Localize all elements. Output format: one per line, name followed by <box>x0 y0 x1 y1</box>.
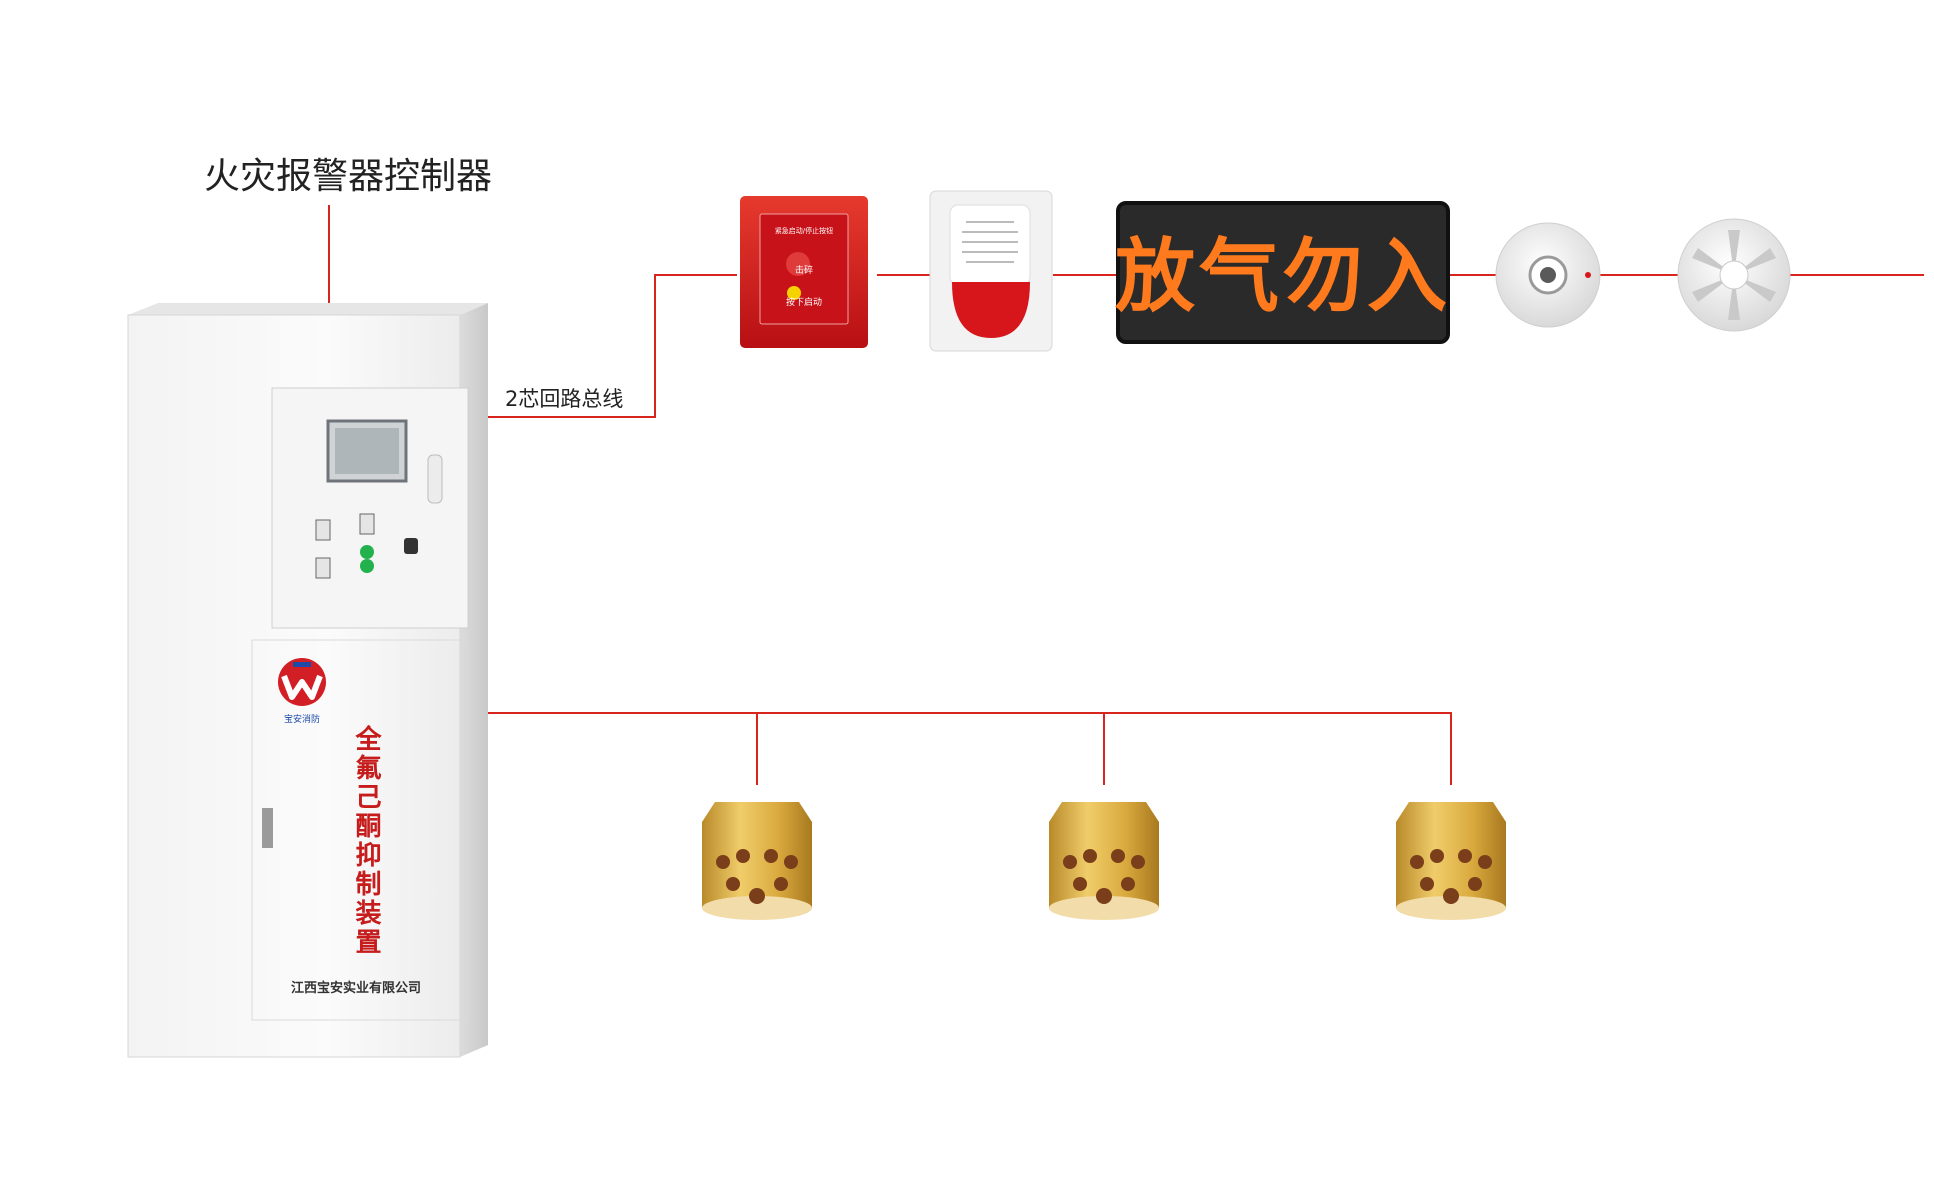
nozzle-bottom <box>1396 896 1506 920</box>
company-name: 江西宝安实业有限公司 <box>291 980 421 996</box>
bus-label: 2芯回路总线 <box>505 387 623 411</box>
nozzle-holes <box>716 849 798 904</box>
siren-red-lamp <box>952 282 1030 338</box>
controller-title: 火灾报警器控制器 <box>204 156 492 197</box>
key-switch <box>404 538 418 554</box>
cabinet-top <box>128 303 488 315</box>
bus-wire <box>472 274 737 418</box>
green-indicator-1 <box>360 545 374 559</box>
nozzle-hex <box>1049 802 1159 848</box>
nozzle-bottom <box>702 896 812 920</box>
smoke-detector <box>1677 218 1791 332</box>
panel-latch <box>427 454 443 504</box>
heat-detector-led <box>1585 272 1591 278</box>
lcd-screen <box>335 428 399 474</box>
green-indicator-2 <box>360 559 374 573</box>
alarm-button-text-2: 击碎 <box>795 264 813 276</box>
nozzle-1 <box>702 802 812 920</box>
nozzle-bottom <box>1049 896 1159 920</box>
alarm-button-text-3: 按下启动 <box>786 296 822 308</box>
button-2 <box>315 557 331 579</box>
nozzle-holes <box>1063 849 1145 904</box>
nozzle-3 <box>1396 802 1506 920</box>
button-3 <box>359 513 375 535</box>
sign-panel <box>1116 201 1450 344</box>
controller-cabinet: 宝安消防 全氟己酮抑制装置 江西宝安实业有限公司 <box>127 303 488 1058</box>
product-name: 全氟己酮抑制装置 <box>351 724 382 957</box>
alarm-button-text-1: 紧急启动/停止按钮 <box>775 226 833 235</box>
nozzle-pipe <box>470 712 1452 785</box>
siren-speaker <box>949 204 1031 286</box>
cabinet-door <box>251 639 469 1021</box>
door-handle <box>262 808 273 848</box>
nozzle-holes <box>1410 849 1492 904</box>
nozzle-2 <box>1049 802 1159 920</box>
button-1 <box>315 519 331 541</box>
wires <box>470 274 1924 785</box>
gas-release-sign: 放气勿入 <box>1115 201 1451 344</box>
alarm-button-circle <box>786 252 810 276</box>
sign-text: 放气勿入 <box>1115 230 1451 323</box>
alarm-button-yellow-dot <box>787 286 801 300</box>
logo-text: 宝安消防 <box>284 713 320 725</box>
heat-detector <box>1495 222 1601 328</box>
nozzle-hex <box>1396 802 1506 848</box>
manual-alarm-button: 紧急启动/停止按钮 击碎 按下启动 <box>740 196 868 348</box>
nozzle-hex <box>702 802 812 848</box>
company-logo: 宝安消防 <box>278 658 326 725</box>
sound-light-alarm <box>929 190 1053 352</box>
